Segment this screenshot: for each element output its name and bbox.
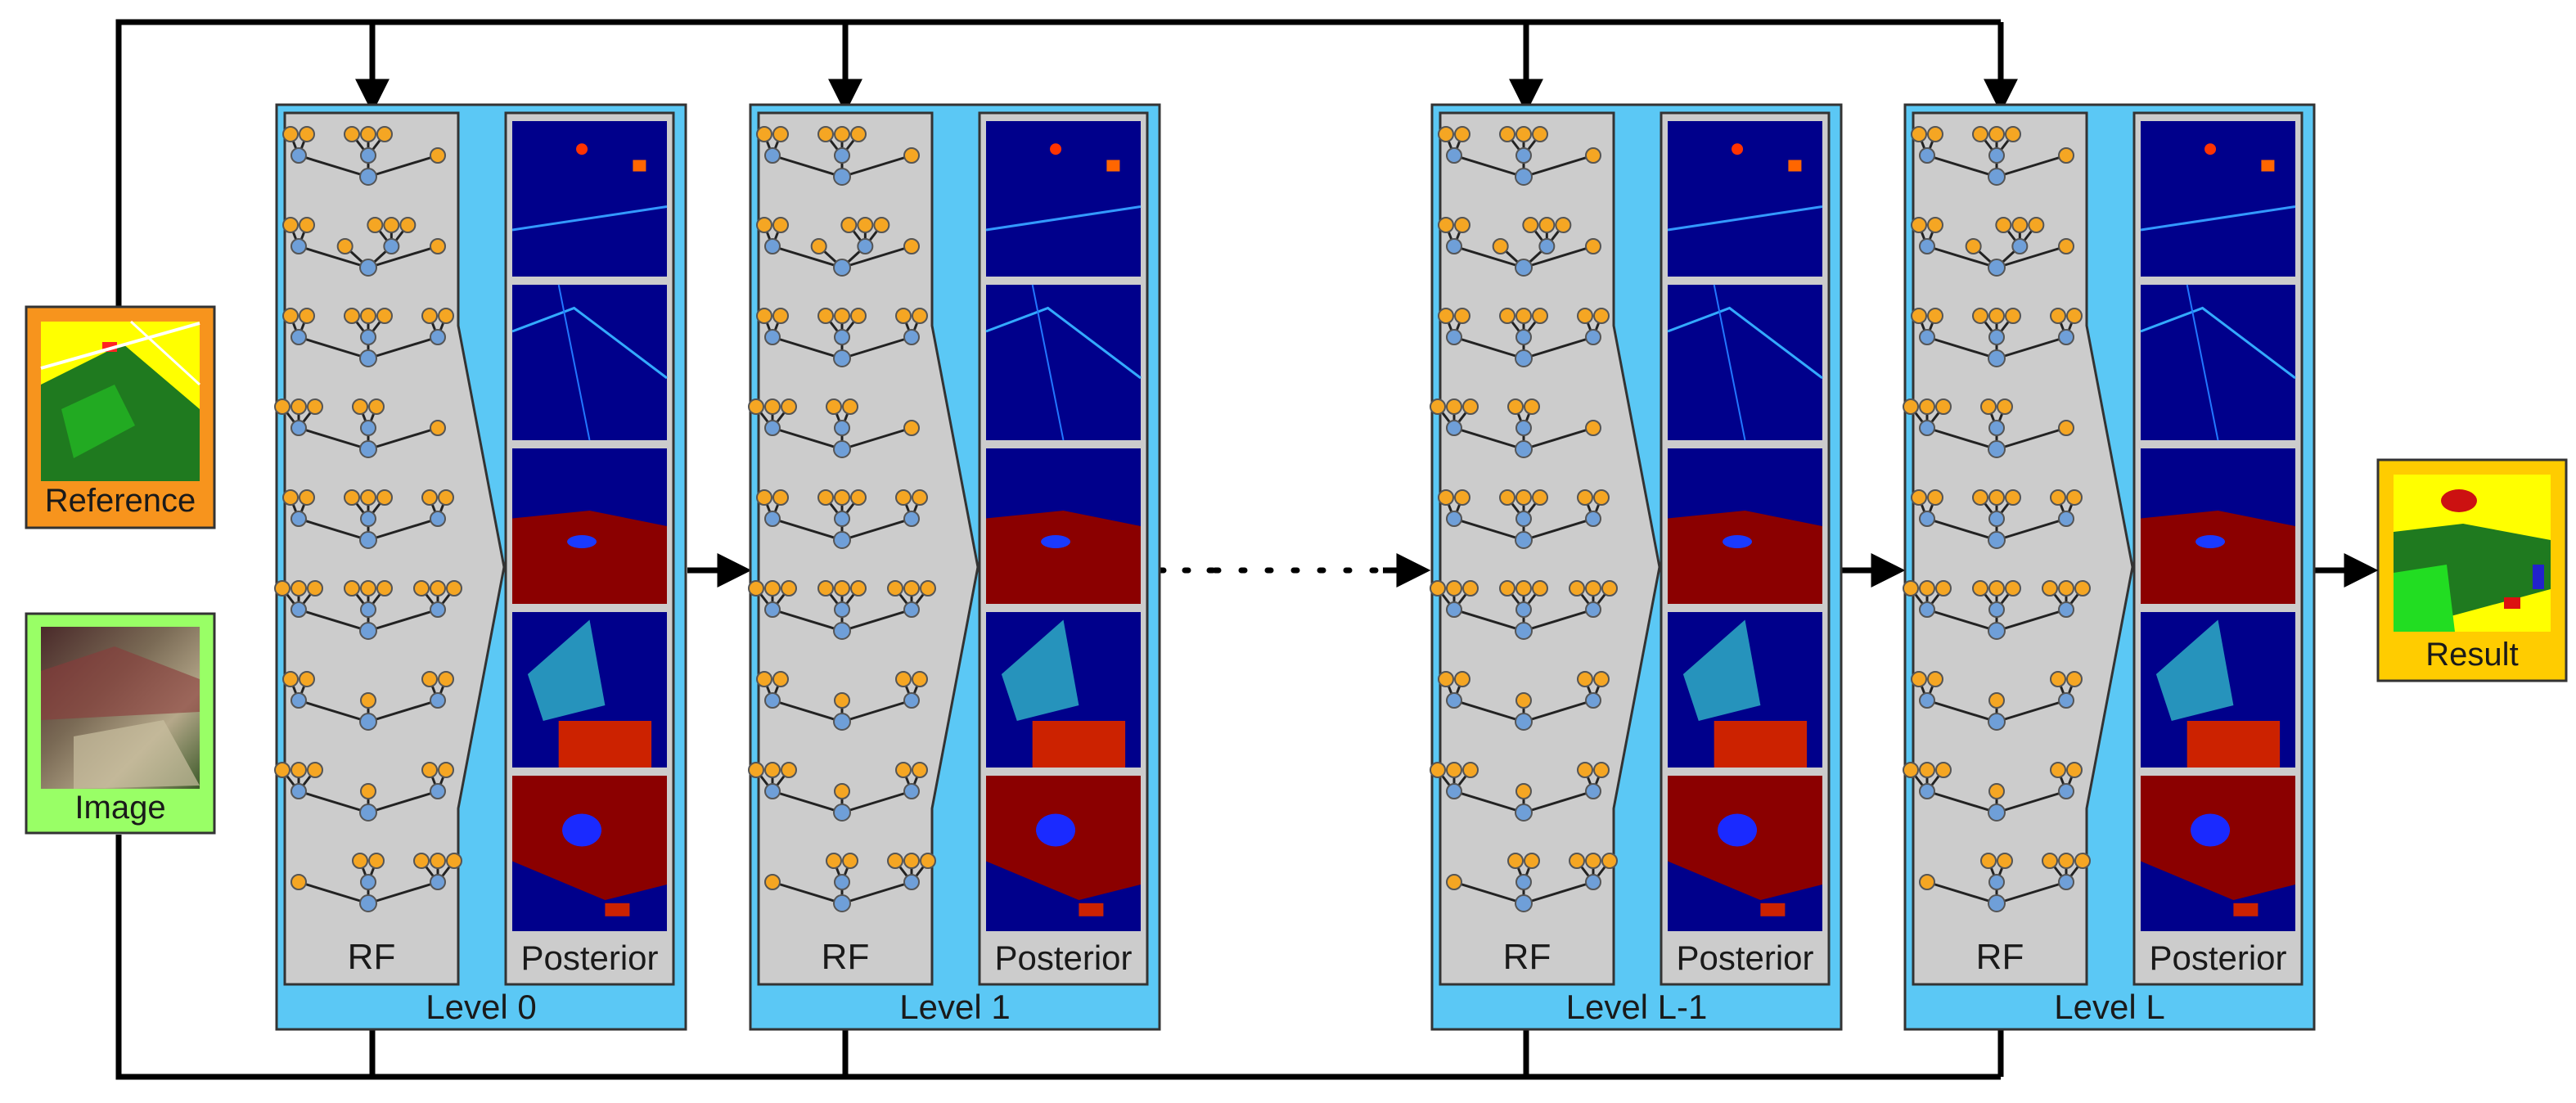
posterior-label: Posterior — [520, 939, 659, 977]
level-block — [1903, 103, 2316, 1031]
level-block — [748, 103, 1161, 1031]
random-forest-trees — [1430, 126, 1618, 912]
posterior-label: Posterior — [1676, 939, 1814, 977]
level-block — [274, 103, 687, 1031]
image-box — [25, 612, 216, 835]
random-forest-trees — [1903, 126, 2091, 912]
posterior-maps — [2140, 121, 2296, 931]
level-label: Level 1 — [899, 988, 1011, 1026]
result-label: Result — [2425, 637, 2519, 673]
reference-box — [25, 305, 216, 529]
random-forest-trees — [748, 126, 936, 912]
level-block — [1430, 103, 1843, 1031]
level-label: Level 0 — [426, 988, 537, 1026]
reference-feed-lines — [115, 19, 2018, 311]
rf-label: RF — [1975, 937, 2024, 977]
posterior-maps — [1667, 121, 1823, 931]
level-label: Level L — [2054, 988, 2165, 1026]
rf-label: RF — [347, 937, 396, 977]
rf-label: RF — [1502, 937, 1551, 977]
posterior-maps — [511, 121, 668, 931]
random-forest-trees — [274, 126, 462, 912]
posterior-maps — [985, 121, 1142, 931]
image-label: Image — [74, 790, 166, 826]
reference-label: Reference — [44, 483, 196, 519]
posterior-label: Posterior — [994, 939, 1133, 977]
rf-label: RF — [821, 937, 870, 977]
level-label: Level L-1 — [1565, 988, 1708, 1026]
posterior-label: Posterior — [2149, 939, 2287, 977]
